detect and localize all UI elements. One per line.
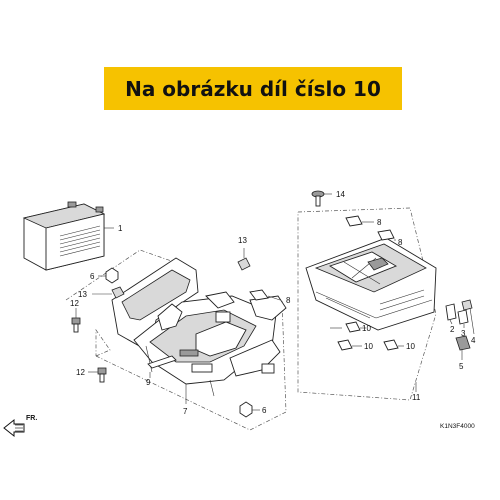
callout-10-upper: 10 (362, 324, 371, 333)
callout-1: 1 (118, 224, 123, 233)
callout-11: 11 (412, 393, 421, 402)
callout-2: 2 (450, 325, 455, 334)
callout-4: 4 (471, 336, 476, 345)
callout-8-right: 8 (398, 238, 403, 247)
callout-6-lower: 6 (262, 406, 267, 415)
callout-13-upper: 13 (238, 236, 247, 245)
battery-drawing (22, 201, 106, 271)
battery-cover-drawing (305, 237, 437, 331)
callout-9: 9 (146, 378, 151, 387)
banner-text: Na obrázku díl číslo 10 (125, 76, 381, 101)
callout-3: 3 (461, 329, 466, 338)
callout-12-upper: 12 (70, 299, 79, 308)
callout-8-middle: 8 (286, 296, 291, 305)
part-number-banner: Na obrázku díl číslo 10 (104, 67, 402, 110)
small-parts-drawing (445, 299, 473, 351)
battery-tray-drawing (111, 257, 287, 397)
callout-10-lower-left: 10 (364, 342, 373, 351)
callout-12-lower: 12 (76, 368, 85, 377)
callout-8-top: 8 (377, 218, 382, 227)
callout-6-upper: 6 (90, 272, 95, 281)
callout-14: 14 (336, 190, 345, 199)
front-direction-arrow-icon (3, 418, 25, 438)
callout-5: 5 (459, 362, 464, 371)
callout-10-lower-right: 10 (406, 342, 415, 351)
callout-7: 7 (183, 407, 188, 416)
front-direction-label: FR. (26, 415, 37, 422)
bolt-drawing-lower (97, 367, 107, 383)
diagram-code: K1N3F4000 (440, 423, 475, 430)
screw-drawing (311, 190, 325, 207)
bolt-drawing (71, 317, 81, 333)
callout-13-left: 13 (78, 290, 87, 299)
